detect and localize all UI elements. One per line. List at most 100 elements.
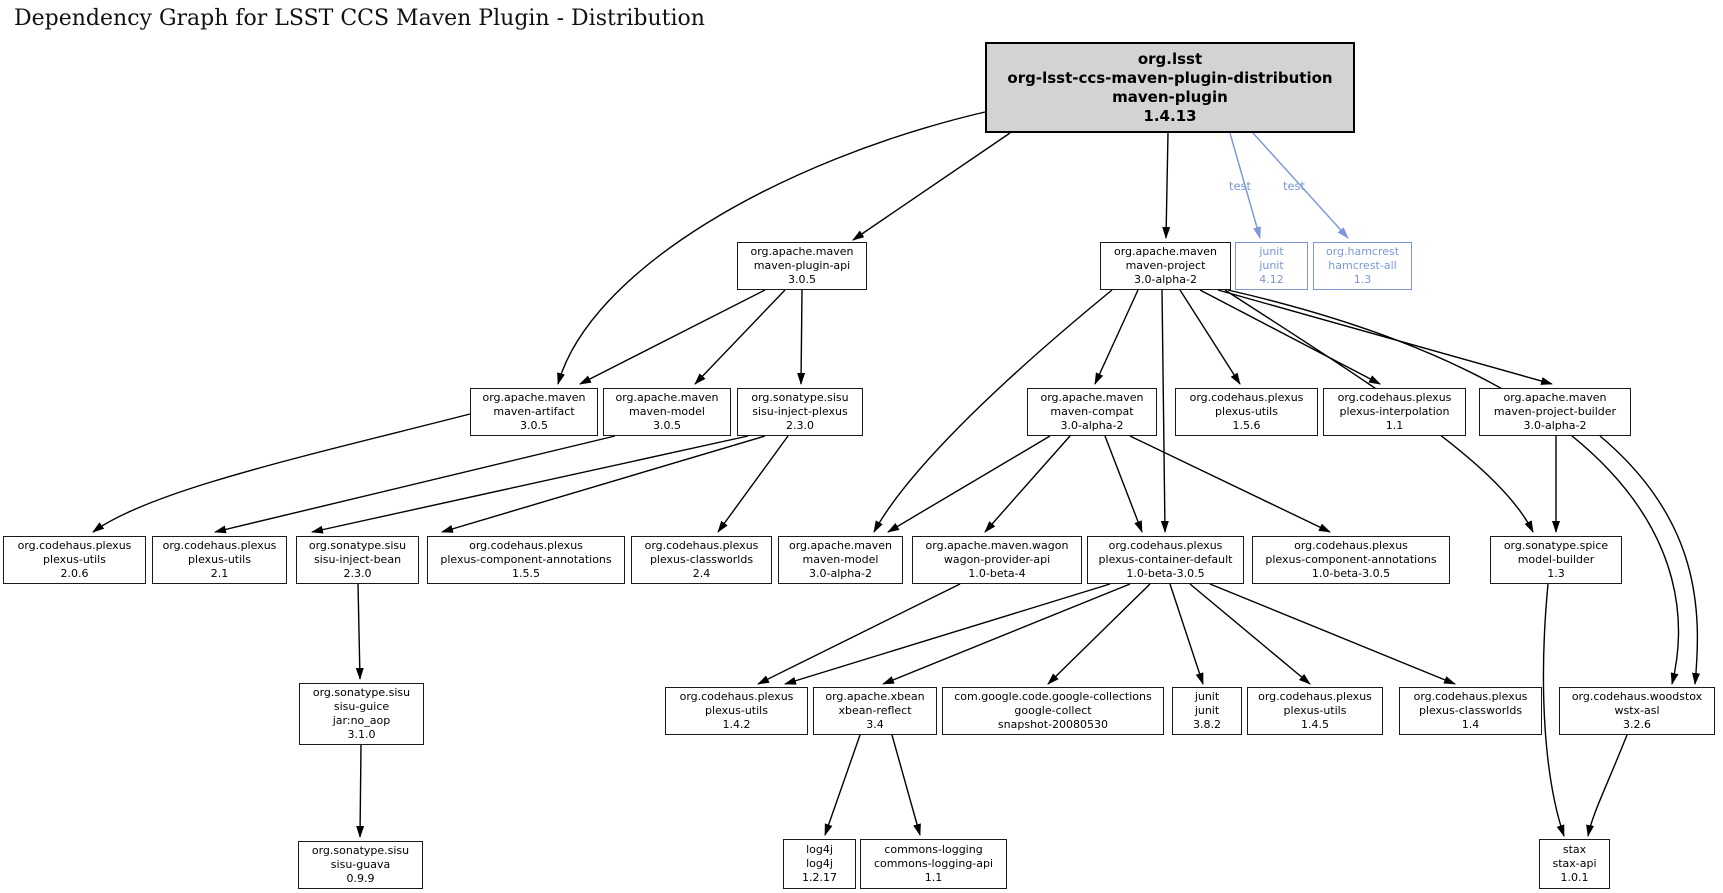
node-label-line: 2.0.6	[60, 567, 89, 580]
node-label-line: 3.0-alpha-2	[809, 567, 872, 580]
node-label-line: org.codehaus.plexus	[1413, 690, 1528, 703]
edge-sisu-inject-bean--sisu-guice	[355, 583, 364, 680]
node-label-line: junit	[1194, 690, 1220, 703]
node-label-line: org.apache.maven	[615, 391, 719, 404]
node-label-line: 1.4.13	[1143, 106, 1197, 125]
edge-maven-compat--plexus-component-annotations-beta	[1129, 435, 1331, 533]
edge-wagon-provider-api--plexus-utils-142	[757, 583, 961, 685]
edge-plexus-container-default--plexus-utils-142	[784, 583, 1111, 685]
node-label-line: org.sonatype.sisu	[308, 539, 407, 552]
node-label-line: 2.3.0	[786, 419, 814, 432]
node-label-line: maven-model	[802, 553, 879, 566]
edge-plexus-container-default--junit-382	[1169, 583, 1204, 685]
node-label-line: 3.4	[866, 718, 884, 731]
node-label-line: sisu-guava	[330, 858, 391, 871]
node-label-line: commons-logging-api	[873, 857, 994, 870]
graph-title: Dependency Graph for LSST CCS Maven Plug…	[14, 6, 705, 31]
node-label-line: org.apache.maven	[1503, 391, 1607, 404]
edge-maven-plugin-api--maven-artifact	[579, 289, 766, 385]
edge-maven-compat--wagon-provider-api	[984, 435, 1071, 533]
node-label-line: org.apache.maven	[750, 245, 854, 258]
node-label-line: org.codehaus.plexus	[644, 539, 759, 552]
node-label-line: sisu-guice	[333, 700, 390, 713]
edge-scope-label: test	[1229, 179, 1252, 193]
node-label-line: 3.0.5	[520, 419, 548, 432]
node-label-line: 3.8.2	[1193, 718, 1221, 731]
node-label-line: com.google.code.google-collections	[954, 690, 1152, 703]
node-label-line: plexus-component-annotations	[440, 553, 612, 566]
node-label-line: org.codehaus.woodstox	[1571, 690, 1703, 703]
edge-maven-project--plexus-container-default	[1160, 289, 1169, 533]
node-label-line: 2.4	[692, 567, 711, 580]
edge-maven-project--plexus-interpolation	[1199, 289, 1381, 385]
node-label-line: org.sonatype.sisu	[312, 686, 411, 699]
edge-xbean-reflect--log4j	[824, 734, 861, 836]
node-label-line: 1.0-beta-3.0.5	[1311, 567, 1391, 580]
node-label-line: 1.2.17	[802, 871, 837, 884]
node-label-line: org.codehaus.plexus	[1189, 391, 1304, 404]
node-label-line: 2.1	[210, 567, 229, 580]
node-label-line: org.codehaus.plexus	[1108, 539, 1223, 552]
node-label-line: 1.4.5	[1301, 718, 1329, 731]
edge-sisu-inject-plexus--plexus-classworlds-24	[717, 435, 789, 533]
node-label-line: log4j	[806, 857, 833, 870]
node-label-line: org.hamcrest	[1325, 245, 1400, 258]
node-label-line: maven-model	[629, 405, 705, 418]
node-label-line: 1.1	[1385, 419, 1404, 432]
node-label-line: org.codehaus.plexus	[17, 539, 132, 552]
node-label-line: 1.3	[1353, 273, 1372, 286]
node-label-line: plexus-container-default	[1098, 553, 1233, 566]
edge-maven-compat--plexus-container-default	[1104, 435, 1143, 533]
node-label-line: 1.3	[1547, 567, 1565, 580]
edge-maven-project--maven-compat	[1094, 289, 1139, 385]
node-label-line: 3.0.5	[788, 273, 816, 286]
edge-maven-plugin-api--sisu-inject-plexus	[797, 289, 806, 385]
edge-maven-project-builder--woodstox-wstx-asl	[1599, 435, 1701, 685]
edge-maven-artifact--plexus-utils-206	[92, 413, 471, 533]
edge-plexus-container-default--xbean-reflect	[882, 583, 1131, 685]
edge-plexus-container-default--plexus-classworlds-14	[1209, 583, 1456, 685]
node-label-line: sisu-inject-bean	[313, 553, 402, 566]
node-label-line: maven-project	[1125, 259, 1206, 272]
node-label-line: stax-api	[1552, 857, 1597, 870]
node-label-line: 1.0-beta-3.0.5	[1126, 567, 1205, 580]
edge-maven-project--plexus-utils-156	[1179, 289, 1241, 385]
edge-maven-project--maven-project-builder	[1217, 289, 1553, 385]
edge-plexus-container-default--google-collect	[1047, 583, 1151, 685]
node-label-line: org.apache.maven.wagon	[925, 539, 1069, 552]
edge-root--hamcrest-all	[1252, 132, 1349, 239]
node-label-line: 1.4	[1461, 718, 1480, 731]
edge-maven-project--woodstox-wstx-asl	[1227, 289, 1680, 685]
node-label-line: maven-plugin-api	[753, 259, 851, 272]
node-label-line: 3.0-alpha-2	[1523, 419, 1587, 432]
node-label-line: 4.12	[1259, 273, 1284, 286]
node-label-line: org.apache.maven	[1040, 391, 1144, 404]
node-label-line: 1.0.1	[1560, 871, 1589, 884]
node-label-line: google-collect	[1014, 704, 1092, 717]
